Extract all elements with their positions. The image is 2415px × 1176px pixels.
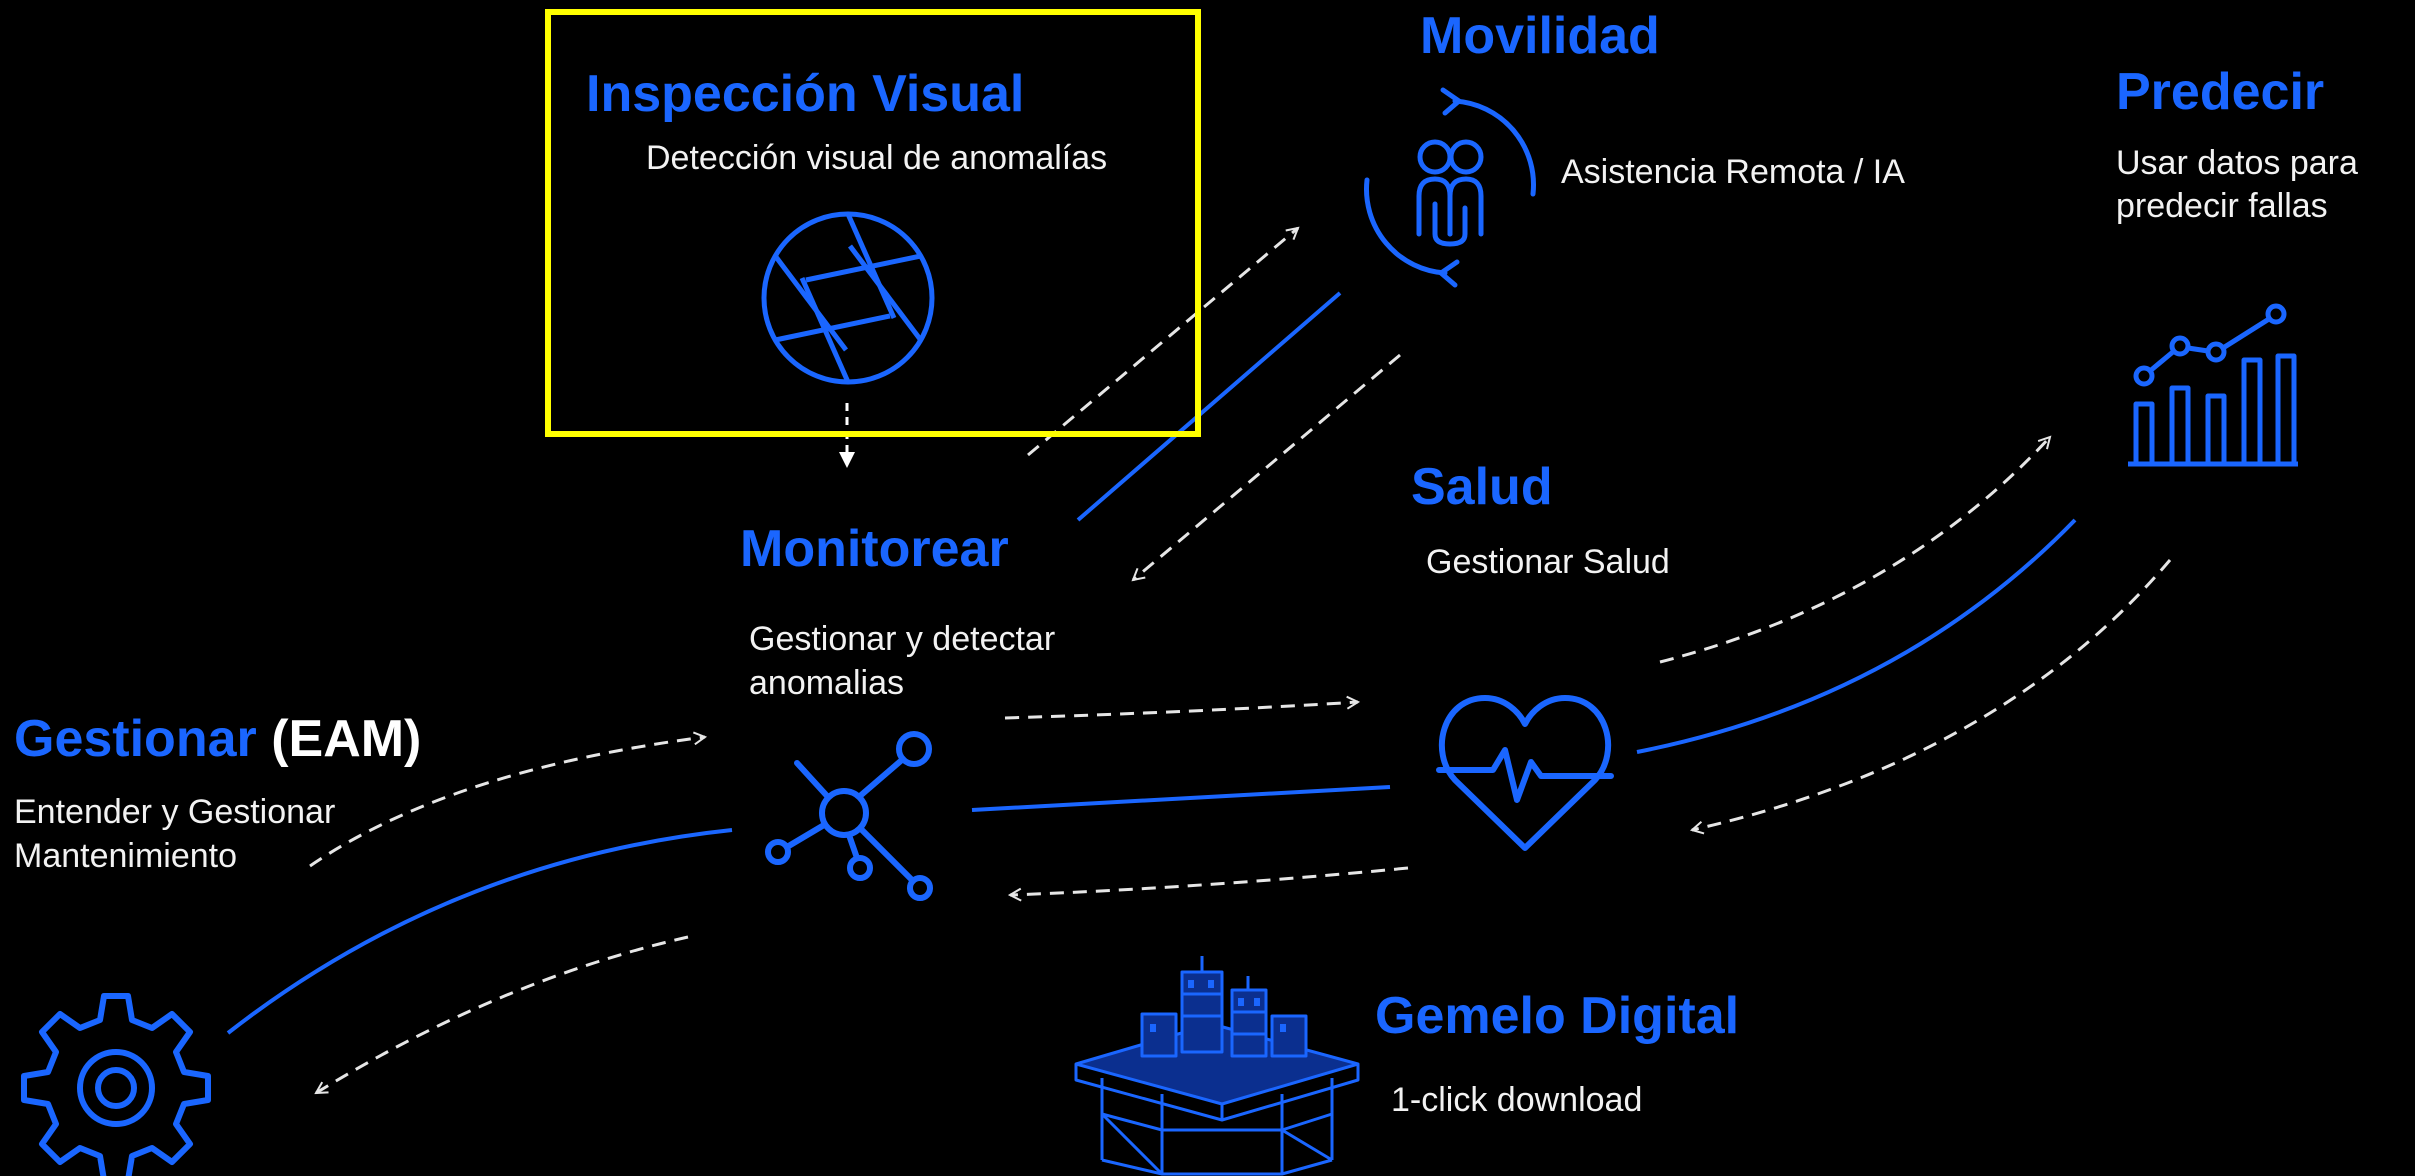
remote-team-icon bbox=[1364, 87, 1536, 288]
line-gestionar-monitorear bbox=[226, 828, 733, 1035]
arrow-salud-to-monitorear bbox=[1010, 866, 1409, 895]
gestionar-title-blue: Gestionar bbox=[14, 710, 257, 768]
arrow-predecir-to-salud bbox=[1692, 559, 2172, 830]
gestionar-description-line1: Entender y Gestionar bbox=[14, 793, 336, 831]
offshore-platform-icon bbox=[1074, 956, 1360, 1176]
gemelo-description: 1-click download bbox=[1391, 1081, 1643, 1119]
salud-title: Salud bbox=[1411, 458, 1553, 516]
camera-shutter-icon bbox=[761, 211, 935, 385]
trend-chart-icon bbox=[2128, 303, 2298, 467]
predecir-title: Predecir bbox=[2116, 63, 2325, 121]
salud-description: Gestionar Salud bbox=[1426, 543, 1670, 581]
monitorear-description-line2: anomalias bbox=[749, 664, 904, 702]
highlight-frame bbox=[545, 9, 1201, 437]
line-monitorear-salud bbox=[971, 785, 1391, 812]
gestionar-title: Gestionar (EAM) bbox=[14, 713, 421, 765]
monitorear-title: Monitorear bbox=[740, 520, 1009, 578]
inspeccion-description: Detección visual de anomalías bbox=[646, 139, 1108, 177]
network-hub-icon bbox=[765, 731, 933, 901]
gestionar-description-line2: Mantenimiento bbox=[14, 837, 238, 875]
predecir-description-line1: Usar datos para bbox=[2116, 144, 2358, 182]
arrow-monitorear-to-movilidad bbox=[1027, 228, 1298, 457]
inspeccion-title: Inspección Visual bbox=[586, 65, 1025, 123]
gemelo-title: Gemelo Digital bbox=[1375, 987, 1740, 1045]
movilidad-title: Movilidad bbox=[1420, 7, 1660, 65]
arrow-monitorear-to-salud bbox=[1004, 702, 1358, 720]
arrow-monitorear-to-gestionar bbox=[316, 935, 689, 1095]
gestionar-title-white: (EAM) bbox=[271, 710, 422, 768]
line-salud-predecir bbox=[1636, 518, 2077, 754]
arrow-movilidad-to-monitorear bbox=[1133, 353, 1401, 580]
gear-icon bbox=[21, 993, 211, 1176]
arrow-salud-to-predecir bbox=[1659, 437, 2050, 664]
monitorear-description-line1: Gestionar y detectar bbox=[749, 620, 1056, 658]
line-monitorear-movilidad bbox=[1076, 291, 1342, 522]
predecir-description-line2: predecir fallas bbox=[2116, 187, 2328, 225]
heart-pulse-icon bbox=[1436, 695, 1614, 851]
movilidad-description: Asistencia Remota / IA bbox=[1561, 153, 1905, 191]
arrow-gestionar-to-monitorear bbox=[309, 737, 705, 868]
